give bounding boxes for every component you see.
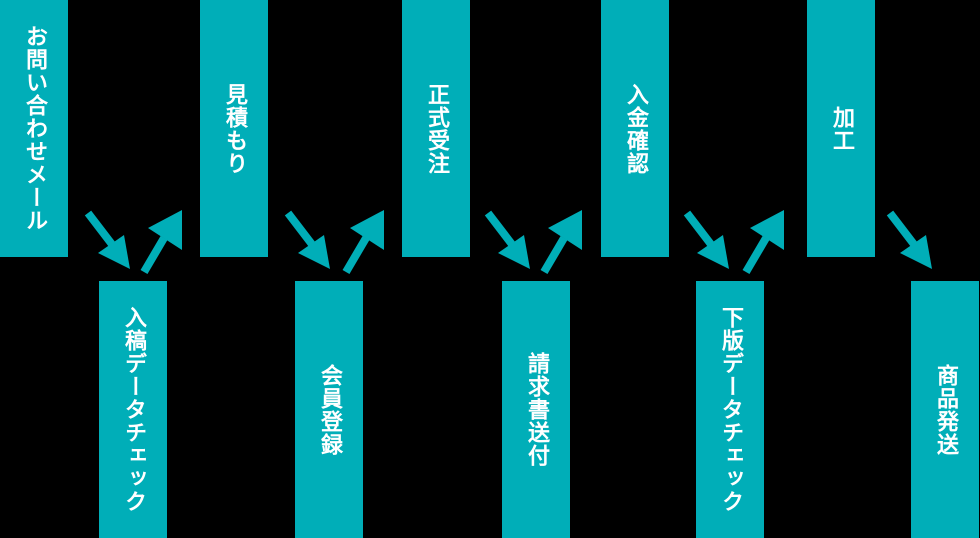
arrow-down-right-icon: [890, 213, 932, 269]
step-estimate: 見積もり: [200, 0, 268, 257]
step-label: お問い合わせメール: [22, 25, 47, 232]
arrow-up-right-icon: [544, 210, 582, 272]
arrow-down-right-icon: [687, 213, 729, 269]
step-member-registration: 会員登録: [295, 281, 363, 538]
step-label: 請求書送付: [524, 352, 549, 467]
step-formal-order: 正式受注: [402, 0, 470, 257]
step-payment-confirm: 入金確認: [601, 0, 669, 257]
step-label: 会員登録: [317, 363, 342, 456]
step-inquiry-mail: お問い合わせメール: [0, 0, 68, 257]
arrow-down-right-icon: [288, 213, 330, 269]
arrow-down-right-icon: [88, 213, 130, 269]
step-submission-data-check: 入稿データチェック: [99, 281, 167, 538]
step-label: 下版データチェック: [718, 306, 743, 513]
arrow-up-right-icon: [746, 210, 784, 272]
step-invoice-send: 請求書送付: [502, 281, 570, 538]
step-plate-data-check: 下版データチェック: [696, 281, 764, 538]
step-label: 正式受注: [424, 82, 449, 175]
step-label: 商品発送: [933, 363, 958, 456]
arrow-up-right-icon: [144, 210, 182, 272]
arrow-up-right-icon: [346, 210, 384, 272]
step-label: 入金確認: [623, 82, 648, 175]
arrow-down-right-icon: [488, 213, 530, 269]
step-processing: 加工: [807, 0, 875, 257]
step-label: 入稿データチェック: [121, 306, 146, 513]
step-label: 加工: [829, 105, 854, 152]
step-product-shipping: 商品発送: [911, 281, 979, 538]
step-label: 見積もり: [222, 82, 247, 175]
